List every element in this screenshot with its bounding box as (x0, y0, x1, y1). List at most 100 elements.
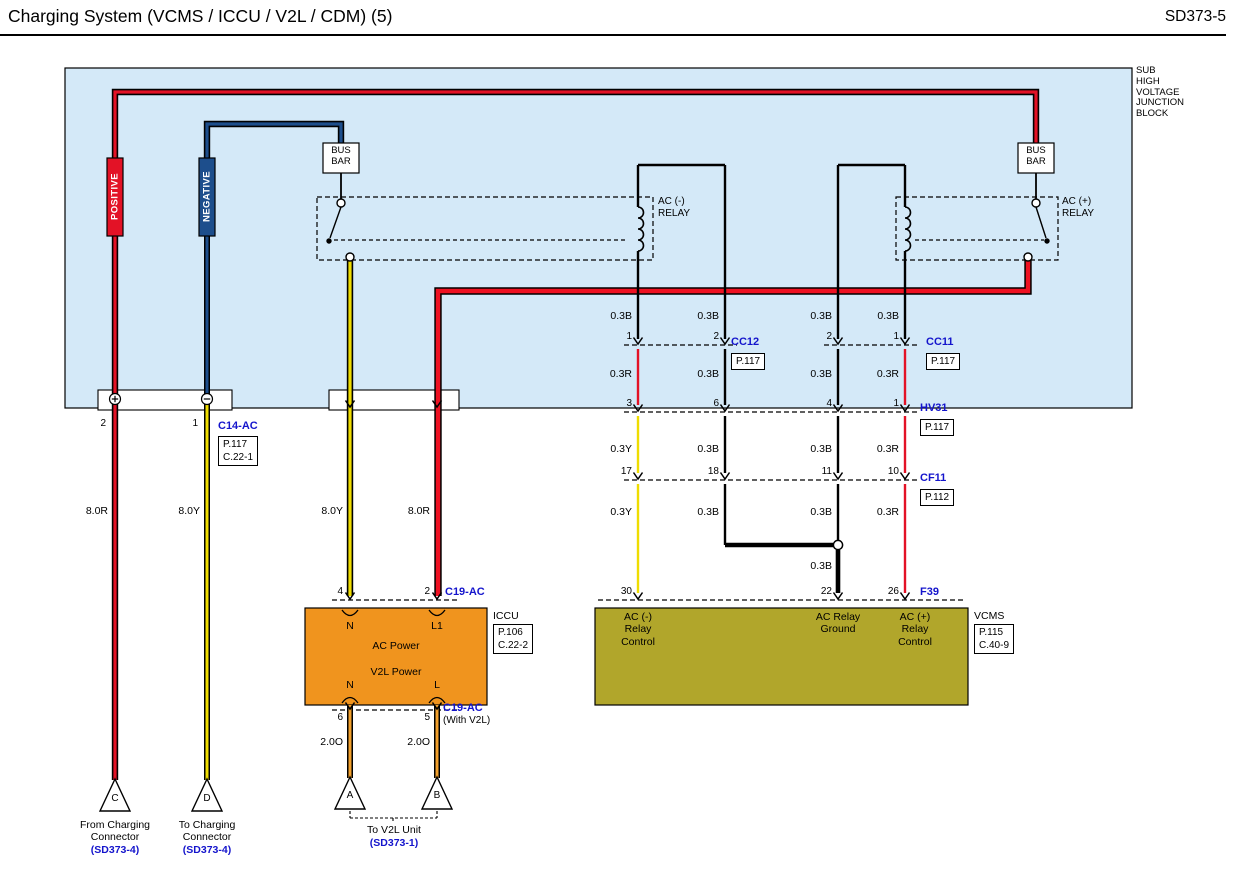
offpage-v2l-link[interactable]: (SD373-1) (369, 837, 419, 849)
wire-label-row1-4: 0.3B (877, 310, 899, 322)
connector-ref-cc11: P.117 (926, 353, 961, 370)
pin-cf11-11: 11 (821, 466, 832, 477)
pin-c19top-2: 2 (424, 586, 430, 597)
connector-name-c19ac-top[interactable]: C19-AC (445, 586, 485, 598)
pin-cc12-2: 2 (713, 331, 719, 342)
wire-label-row2-2: 0.3B (697, 368, 719, 380)
offpage-d-link[interactable]: (SD373-4) (182, 844, 232, 856)
pin-cc12-1: 1 (626, 331, 632, 342)
offpage-v2l-label: To V2L Unit (367, 824, 421, 836)
pin-f39-22: 22 (820, 586, 832, 597)
ac-positive-relay (895, 196, 1059, 262)
vcms-name: VCMS (974, 610, 1005, 622)
page-code: SD373-5 (1164, 8, 1226, 25)
vcms-ac-pos-relay-control: AC (+) Relay Control (898, 611, 932, 648)
wire-label-8-0r-iccu: 8.0R (407, 505, 430, 517)
pin-hv31-1: 1 (893, 398, 899, 409)
control-wires-lower (636, 349, 907, 593)
wire-label-row4-4: 0.3R (876, 506, 899, 518)
iccu-name: ICCU (493, 610, 519, 622)
bus-bar-left-label: BUS BAR (331, 145, 351, 167)
wire-label-row1-2: 0.3B (697, 310, 719, 322)
connector-name-cf11[interactable]: CF11 (920, 472, 947, 484)
pin-c14-1: 1 (192, 418, 198, 429)
iccu-pin-l: L (434, 679, 440, 691)
wire-label-row2-1: 0.3R (609, 368, 632, 380)
offpage-triangles (98, 775, 454, 822)
iccu-pin-l1: L1 (431, 620, 443, 632)
v2l-wires (347, 705, 440, 778)
pin-cc11-2: 2 (826, 331, 832, 342)
iccu-unit-box (304, 607, 488, 706)
positive-feed-wire (111, 88, 1040, 780)
positive-bar-label: POSITIVE (109, 172, 121, 221)
bus-bars (322, 142, 1055, 199)
vcms-ac-neg-relay-control: AC (-) Relay Control (621, 611, 655, 648)
iccu-pin-n-bottom: N (346, 679, 354, 691)
offpage-letter-b: B (433, 790, 441, 801)
pin-cc11-1: 1 (893, 331, 899, 342)
offpage-letter-d: D (203, 793, 211, 804)
offpage-letter-c: C (111, 793, 119, 804)
connector-ref-hv31: P.117 (920, 419, 955, 436)
connector-name-c19ac-bottom[interactable]: C19-AC (443, 702, 483, 714)
negative-bar-label: NEGATIVE (201, 170, 213, 223)
wire-label-row1-1: 0.3B (610, 310, 632, 322)
wire-label-row3-4: 0.3R (876, 443, 899, 455)
connector-name-hv31[interactable]: HV31 (920, 402, 948, 414)
wire-label-8-0y-left: 8.0Y (178, 505, 200, 517)
pin-f39-30: 30 (620, 586, 632, 597)
offpage-d-label: To Charging Connector (178, 819, 236, 844)
wire-label-row2-4: 0.3R (876, 368, 899, 380)
wire-label-row4-3: 0.3B (810, 506, 832, 518)
ac-neg-relay-label: AC (-) RELAY (658, 196, 691, 219)
connector-name-cc12[interactable]: CC12 (731, 336, 760, 348)
pin-c14-2: 2 (100, 418, 106, 429)
junction-terminals (108, 392, 214, 406)
pin-hv31-6: 6 (713, 398, 719, 409)
wire-label-row2-3: 0.3B (810, 368, 832, 380)
offpage-letter-a: A (346, 790, 354, 801)
vcms-refs: P.115 C.40-9 (974, 624, 1015, 654)
wire-label-v2l-b: 2.0O (407, 736, 430, 748)
connector-name-f39[interactable]: F39 (920, 586, 939, 598)
relay-coil-feed-wires (636, 163, 907, 339)
iccu-v2l-power-label: V2L Power (370, 666, 422, 678)
offpage-c-label: From Charging Connector (79, 819, 151, 844)
pin-c19top-4: 4 (337, 586, 343, 597)
junction-block-outline (64, 67, 1133, 411)
connector-ref-cc12: P.117 (731, 353, 766, 370)
iccu-refs: P.106 C.22-2 (493, 624, 534, 654)
connector-ref-cf11: P.112 (920, 489, 955, 506)
iccu-supply-wires (346, 256, 1032, 596)
wire-label-row3-3: 0.3B (810, 443, 832, 455)
vcms-ac-relay-ground: AC Relay Ground (815, 611, 861, 636)
wire-label-8-0r-left: 8.0R (85, 505, 108, 517)
ac-pos-relay-label: AC (+) RELAY (1062, 196, 1095, 219)
iccu-ac-power-label: AC Power (372, 640, 420, 652)
wire-label-row3-1: 0.3Y (610, 443, 632, 455)
ac-negative-relay (316, 196, 654, 262)
wire-label-v2l-a: 2.0O (320, 736, 343, 748)
offpage-c-link[interactable]: (SD373-4) (90, 844, 140, 856)
pin-c19bot-5: 5 (424, 712, 430, 723)
pin-cf11-10: 10 (887, 466, 899, 477)
wire-label-8-0y-iccu: 8.0Y (321, 505, 343, 517)
negative-bar (198, 157, 216, 237)
wire-label-row4-1: 0.3Y (610, 506, 632, 518)
connector-name-c14ac[interactable]: C14-AC (218, 420, 258, 432)
pin-c19bot-6: 6 (337, 712, 343, 723)
page-title: Charging System (VCMS / ICCU / V2L / CDM… (8, 6, 393, 26)
pin-cf11-17: 17 (620, 466, 632, 477)
connector-arrows (344, 337, 911, 711)
wire-label-row1-3: 0.3B (810, 310, 832, 322)
vcms-unit-box (594, 607, 969, 706)
pin-hv31-3: 3 (626, 398, 632, 409)
connector-name-cc11[interactable]: CC11 (926, 336, 954, 348)
connector-refs-c14ac: P.117 C.22-1 (218, 436, 259, 466)
wire-label-row4-2: 0.3B (697, 506, 719, 518)
connector-note-c19ac: (With V2L) (443, 715, 491, 726)
pin-f39-26: 26 (887, 586, 899, 597)
